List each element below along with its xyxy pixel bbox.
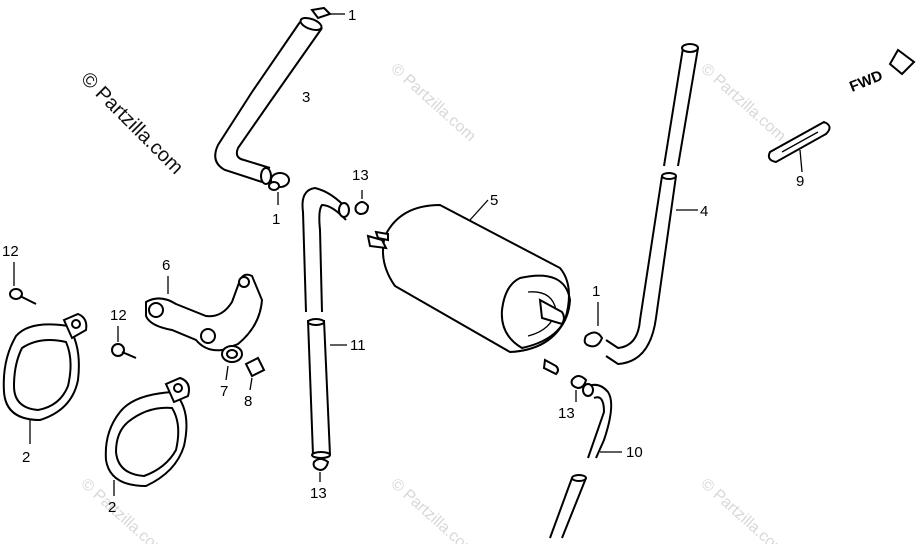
callout-8: 8 — [244, 393, 252, 410]
hose-10 — [549, 383, 622, 539]
watermark-faint-1: © Partzilla.com — [387, 60, 478, 145]
clamp-band-2-center — [104, 376, 190, 496]
collar-7 — [221, 345, 243, 381]
watermark-faint-5: © Partzilla.com — [697, 475, 788, 544]
callout-13-top: 13 — [352, 167, 369, 184]
watermark-faint-2: © Partzilla.com — [697, 60, 788, 145]
fwd-label: FWD — [847, 67, 885, 96]
callout-11: 11 — [350, 337, 366, 354]
clip-13-right — [570, 375, 588, 402]
callout-1-lower: 1 — [272, 211, 280, 228]
hose-3 — [214, 16, 323, 185]
callout-1-right: 1 — [592, 283, 600, 300]
callout-12-center: 12 — [110, 307, 127, 324]
clip-13-bottom — [312, 458, 330, 482]
callout-13-right: 13 — [558, 405, 575, 422]
canister-5 — [366, 199, 572, 376]
callout-12-left: 12 — [2, 243, 19, 260]
hose-11 — [301, 186, 350, 459]
clip-1-lower — [268, 172, 290, 205]
callout-1-top: 1 — [348, 7, 356, 24]
callout-13-bottom: 13 — [310, 485, 327, 502]
callout-9: 9 — [796, 173, 804, 190]
watermark-main: © Partzilla.com — [76, 68, 187, 179]
callout-2-left: 2 — [22, 449, 30, 466]
watermark-faint-3: © Partzilla.com — [77, 475, 168, 544]
clamp-band-2-left — [2, 312, 88, 444]
clip-13-top — [354, 190, 370, 216]
callout-2-center: 2 — [108, 499, 116, 516]
callout-3: 3 — [302, 89, 310, 106]
callout-7: 7 — [220, 383, 228, 400]
callout-10: 10 — [626, 444, 643, 461]
watermark-faint-4: © Partzilla.com — [387, 475, 478, 544]
callout-5: 5 — [490, 192, 498, 209]
clip-1-top — [310, 6, 345, 20]
bolt-12-left — [9, 262, 37, 305]
clip-1-right — [583, 302, 604, 348]
fwd-arrow: FWD — [847, 48, 916, 96]
bracket-6 — [145, 273, 264, 352]
strap-9 — [767, 120, 831, 173]
bolt-12-center — [111, 326, 137, 359]
hose-4 — [605, 43, 699, 366]
callout-4: 4 — [700, 203, 708, 220]
nut-8 — [244, 356, 266, 391]
callout-6: 6 — [162, 257, 170, 274]
callouts: 1 3 1 13 5 4 9 12 6 12 11 1 7 8 13 10 2 … — [2, 7, 804, 516]
